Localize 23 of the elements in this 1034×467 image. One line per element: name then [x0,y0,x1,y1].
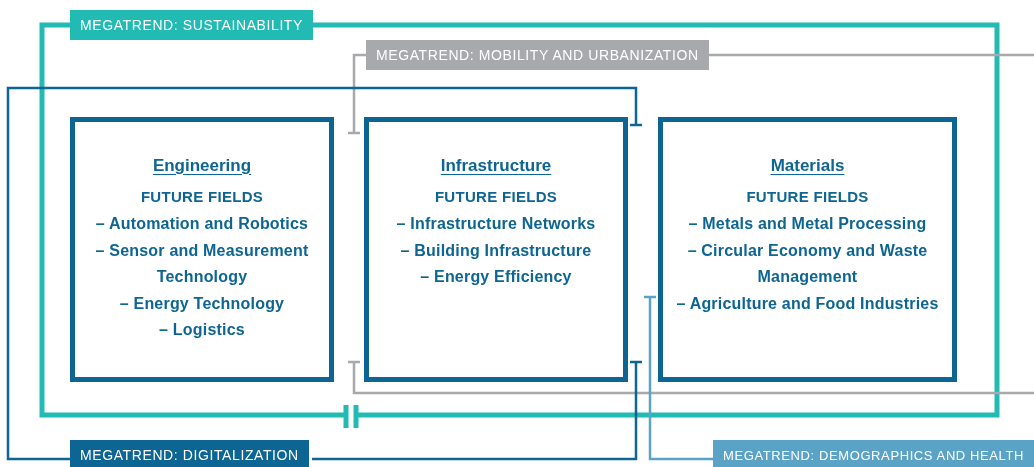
list-item: – Automation and Robotics [95,214,309,234]
field-box [70,117,334,382]
box-heading: Infrastructure [440,156,552,176]
list-item: – Building Infrastructure [400,240,592,261]
list-item: – Logistics [159,320,245,340]
list-item: – Circular Economy and Waste Management [686,240,929,287]
list-item: – Sensor and Measurement Technology [94,240,310,287]
megatrend-tag: MEGATREND: SUSTAINABILITY [70,10,313,40]
list-item: – Agriculture and Food Industries [676,293,939,314]
box-heading: Engineering [152,156,252,176]
list-item: – Energy Efficiency [420,267,572,287]
box-heading: Materials [770,156,845,176]
megatrend-tag: MEGATREND: DIGITALIZATION [70,440,309,467]
megatrend-tag: MEGATREND: DEMOGRAPHICS AND HEALTH [713,440,1034,467]
list-item: – Metals and Metal Processing [688,214,927,234]
list-item: – Energy Technology [119,293,285,314]
subheading: FUTURE FIELDS [140,188,264,205]
field-box [658,117,957,382]
field-box [364,117,628,382]
subheading: FUTURE FIELDS [434,188,558,205]
megatrend-tag: MEGATREND: MOBILITY AND URBANIZATION [366,40,709,70]
list-item: – Infrastructure Networks [396,214,596,234]
subheading: FUTURE FIELDS [746,188,869,205]
